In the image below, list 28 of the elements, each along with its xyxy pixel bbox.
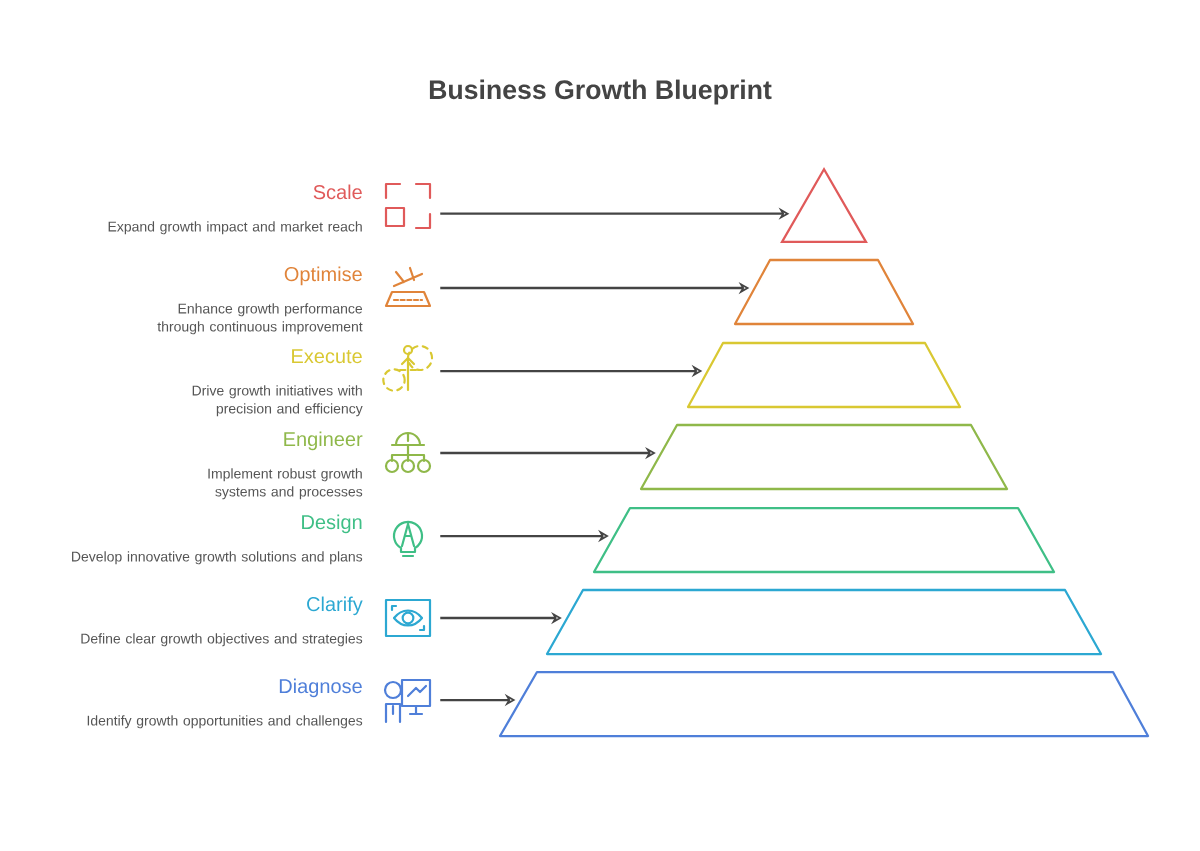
pyramid-level (498, 670, 1150, 738)
pyramid-level (592, 506, 1056, 574)
lightbulb-icon (392, 520, 424, 558)
level-heading: Diagnose (279, 678, 362, 698)
pyramid-level (639, 423, 1009, 491)
level-description: Drive growth initiatives with precision and efficiency (192, 385, 363, 417)
level-description: Develop innovative growth solutions and plans (72, 551, 363, 565)
plane-icon (384, 266, 432, 308)
arrow-up-icon (382, 344, 434, 392)
presenter-icon (383, 678, 432, 724)
level-description: Identify growth opportunities and challenges (87, 715, 363, 729)
hard-hat-icon (384, 431, 432, 474)
level-heading: Design (302, 514, 362, 534)
level-heading: Engineer (284, 431, 363, 451)
level-heading: Execute (292, 349, 362, 364)
pyramid-level (545, 588, 1103, 656)
level-description: Implement robust growth systems and processes (208, 468, 363, 500)
level-description: Expand growth impact and market reach (108, 221, 362, 235)
frame-corners-icon (384, 182, 432, 230)
eye-icon (384, 598, 432, 638)
level-description: Define clear growth objectives and strategies (81, 633, 363, 647)
level-heading: Clarify (307, 596, 363, 616)
title: Business Growth Blueprint (429, 79, 772, 105)
level-heading: Scale (313, 184, 362, 200)
pyramid-level (686, 341, 962, 409)
level-heading: Optimise (284, 266, 362, 286)
pyramid-level (733, 258, 915, 326)
level-description: Enhance growth performance through continuous improvement (157, 303, 363, 335)
